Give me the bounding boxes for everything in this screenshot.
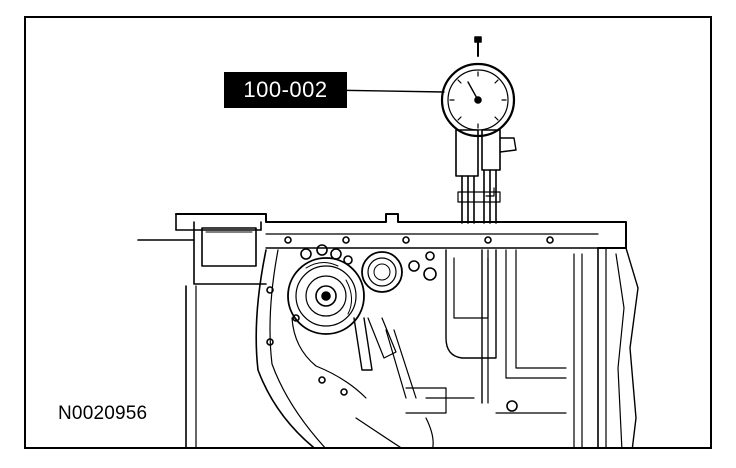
figure-id-label: N0020956 [58,403,148,424]
illustration-frame: 100-002 N0020956 [24,16,712,449]
engine-block-outline [137,213,639,447]
dial-indicator-gauge [440,36,517,224]
tool-callout-label: 100-002 [224,72,347,108]
engine-block-illustration [137,36,639,447]
